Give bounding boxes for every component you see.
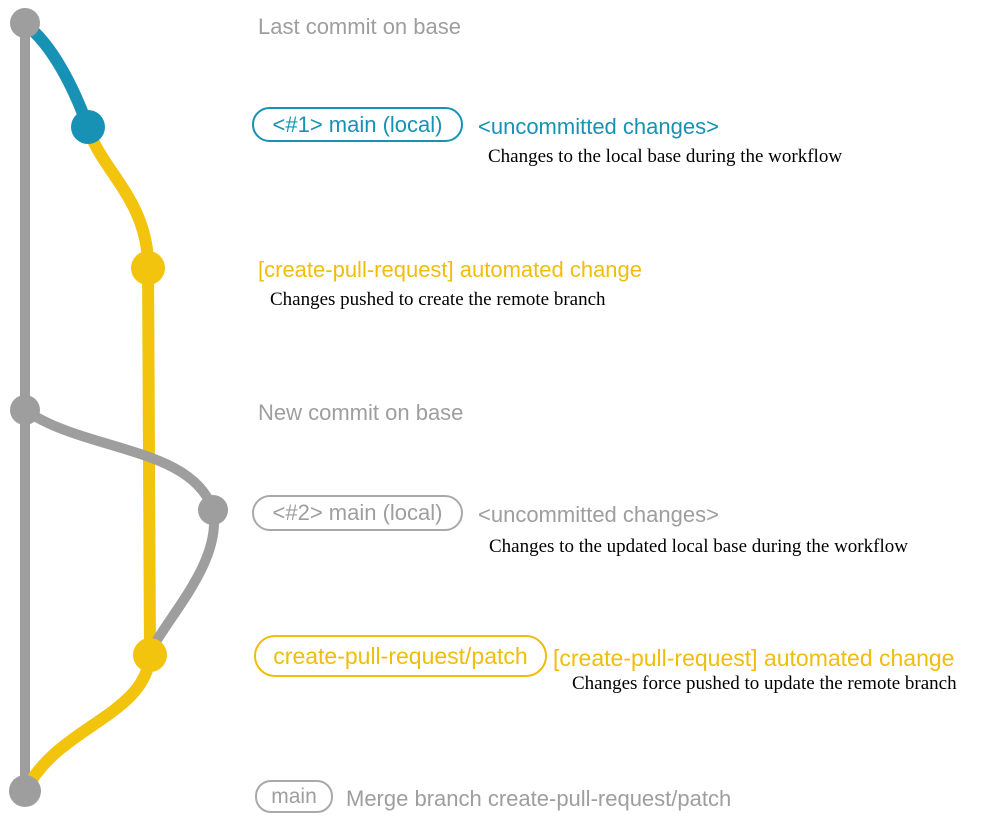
new-commit-label: New commit on base (258, 400, 464, 425)
branch-badge-cpr-patch-label: create-pull-request/patch (273, 642, 528, 669)
commit-dot-merge (9, 775, 41, 807)
merge-commit-label: Merge branch create-pull-request/patch (346, 786, 732, 811)
automated-change-heading-2: [create-pull-request] automated change (553, 645, 955, 671)
uncommitted-changes-desc-2: Changes to the updated local base during… (489, 536, 908, 557)
commit-dot-main-local-2 (198, 495, 228, 525)
git-graph (9, 8, 228, 807)
last-commit-label: Last commit on base (258, 14, 461, 39)
commit-dot-last-base (10, 8, 40, 38)
uncommitted-changes-heading-1: <uncommitted changes> (478, 114, 719, 139)
branch-badge-main-local-1: <#1> main (local) (252, 107, 463, 142)
automated-change-desc-2: Changes force pushed to update the remot… (572, 673, 957, 694)
branch-badge-cpr-patch: create-pull-request/patch (254, 635, 547, 677)
commit-dot-automated-2 (133, 638, 167, 672)
main-local-branch-line (19, 18, 94, 133)
rebase-out-curve (20, 405, 218, 515)
patch-merge-curve (20, 649, 156, 796)
rebase-in-curve (146, 505, 220, 655)
automated-change-desc-1: Changes pushed to create the remote bran… (270, 289, 606, 310)
commit-dot-new-base (10, 395, 40, 425)
patch-branch-line (82, 121, 156, 661)
uncommitted-changes-heading-2: <uncommitted changes> (478, 502, 719, 527)
automated-change-heading-1: [create-pull-request] automated change (258, 257, 643, 282)
branch-badge-main-local-2-label: <#2> main (local) (272, 500, 443, 525)
commit-dot-automated-1 (131, 251, 165, 285)
branch-badge-main-local-2: <#2> main (local) (252, 495, 463, 531)
commit-dot-main-local-1 (71, 110, 105, 144)
branch-badge-main-label: main (271, 784, 317, 808)
branch-badge-main: main (255, 780, 333, 813)
uncommitted-changes-desc-1: Changes to the local base during the wor… (488, 146, 843, 167)
branch-badge-main-local-1-label: <#1> main (local) (272, 111, 443, 137)
